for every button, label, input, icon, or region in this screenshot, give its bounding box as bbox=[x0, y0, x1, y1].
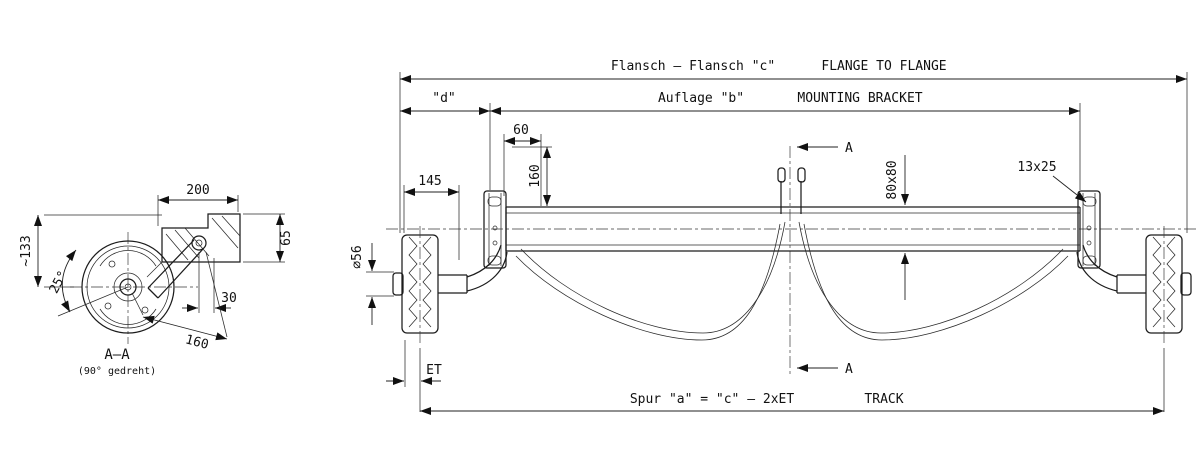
brake-cables bbox=[515, 221, 1069, 341]
dim-145-label: 145 bbox=[418, 174, 441, 189]
flange-slot bbox=[487, 255, 502, 266]
dimension-145: 145 bbox=[403, 174, 460, 260]
dim-200-label: 200 bbox=[186, 183, 209, 198]
flange-to-flange-label-de: Flansch – Flansch "c" bbox=[611, 59, 775, 74]
dim-25deg-label: 25° bbox=[47, 268, 71, 296]
bracket-label-en: MOUNTING BRACKET bbox=[797, 91, 922, 106]
dimension-d-and-bracket: "d" Auflage "b" MOUNTING BRACKET bbox=[400, 91, 1081, 190]
track-label-de: Spur "a" = "c" – 2xET bbox=[630, 392, 795, 407]
section-a-bottom-label: A bbox=[845, 362, 853, 377]
dim-30-label: 30 bbox=[221, 291, 237, 306]
dim-et-label: ET bbox=[426, 363, 442, 378]
section-title: A–A bbox=[104, 347, 130, 363]
dim-160-lever-label: 160 bbox=[184, 332, 211, 353]
dimension-160-flange: 160 bbox=[512, 146, 552, 206]
dimension-13x25: 13x25 bbox=[1017, 160, 1087, 203]
dim-13x25-label: 13x25 bbox=[1017, 160, 1056, 175]
cable-end-pins bbox=[777, 167, 806, 214]
section-view-aa: 200 65 ~133 25° 30 bbox=[19, 183, 294, 377]
section-a-top-label: A bbox=[845, 141, 853, 156]
dim-65-label: 65 bbox=[279, 230, 294, 246]
hub-cap bbox=[1180, 272, 1192, 296]
flange-slot bbox=[487, 196, 502, 207]
flange-slot bbox=[1082, 255, 1097, 266]
dim-d-label: "d" bbox=[432, 91, 455, 106]
dim-60-label: 60 bbox=[513, 123, 529, 138]
dim-133-label: ~133 bbox=[19, 235, 34, 266]
right-swing-arm bbox=[1076, 244, 1118, 292]
right-mounting-flange bbox=[1077, 190, 1101, 269]
section-arrow-bottom: A bbox=[797, 362, 853, 377]
main-view: Flansch – Flansch "c" FLANGE TO FLANGE "… bbox=[350, 59, 1198, 415]
dimension-133: ~133 bbox=[19, 214, 162, 288]
dimension-80x80: 80x80 bbox=[885, 155, 909, 300]
dim-80x80-label: 80x80 bbox=[885, 160, 900, 199]
left-brake-drum bbox=[392, 226, 468, 344]
dimension-et: ET bbox=[386, 340, 442, 412]
section-subtitle: (90° gedreht) bbox=[78, 366, 156, 377]
dimension-160-lever: 160 bbox=[131, 251, 228, 353]
mounting-bracket-section bbox=[146, 213, 241, 278]
track-label-en: TRACK bbox=[864, 392, 903, 407]
right-brake-drum bbox=[1116, 226, 1192, 344]
dim-dia56-label: ⌀56 bbox=[350, 245, 365, 268]
brake-drum-section bbox=[81, 240, 175, 334]
left-mounting-flange bbox=[483, 190, 507, 269]
dimension-flange-to-flange: Flansch – Flansch "c" FLANGE TO FLANGE bbox=[399, 59, 1188, 233]
dimension-track: Spur "a" = "c" – 2xET TRACK bbox=[420, 348, 1165, 415]
dimension-65: 65 bbox=[243, 213, 294, 263]
dimension-200: 200 bbox=[157, 183, 239, 226]
torsion-lever bbox=[147, 239, 204, 299]
section-arrow-top: A bbox=[797, 141, 853, 156]
dimension-dia56: ⌀56 bbox=[350, 243, 394, 325]
bracket-label-de: Auflage "b" bbox=[658, 91, 744, 106]
dimension-60: 60 bbox=[503, 123, 542, 206]
left-swing-arm bbox=[466, 244, 508, 292]
flange-to-flange-label-en: FLANGE TO FLANGE bbox=[821, 59, 946, 74]
dimension-30: 30 bbox=[182, 252, 237, 313]
hub-cap bbox=[392, 272, 404, 296]
section-centerlines bbox=[70, 232, 198, 344]
dim-160-flange-label: 160 bbox=[528, 164, 543, 187]
